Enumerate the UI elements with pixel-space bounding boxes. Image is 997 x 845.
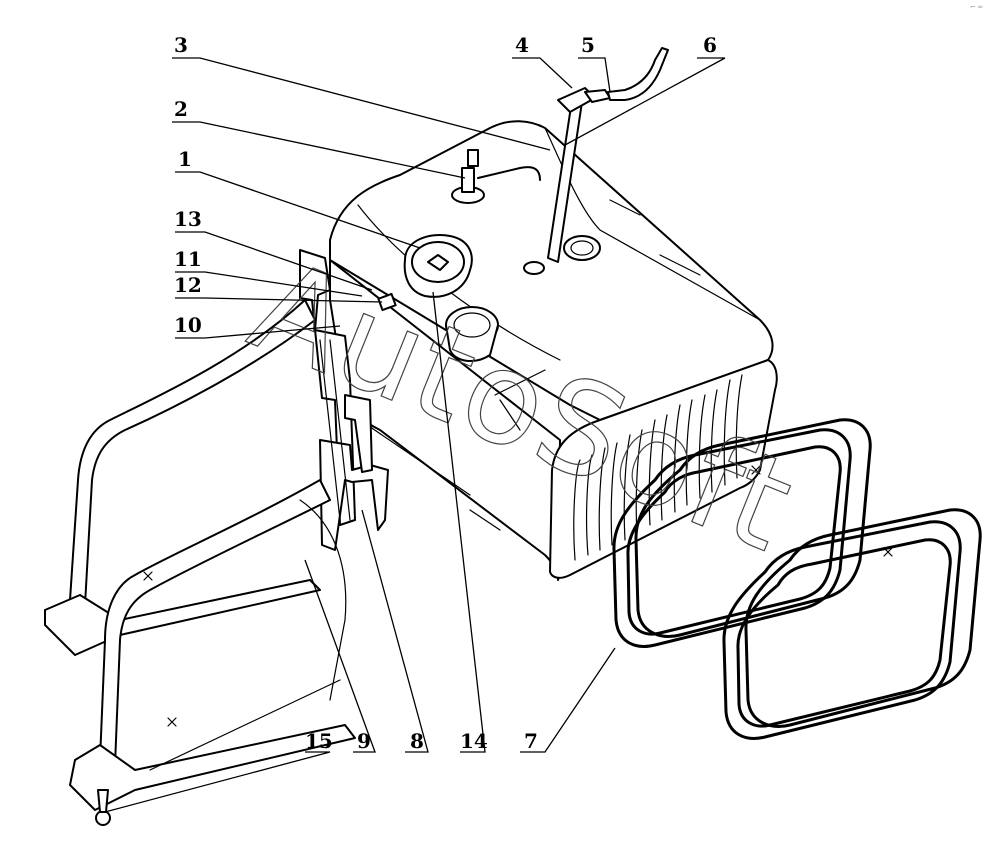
- callout-4: 4: [515, 33, 529, 57]
- mounting-bracket-front: [69, 439, 389, 811]
- callout-6: 6: [703, 33, 717, 57]
- callout-1: 1: [178, 147, 192, 171]
- breather-valve: [451, 149, 541, 204]
- rubber-gasket-1: [612, 418, 872, 648]
- callout-15: 15: [305, 729, 333, 753]
- callout-10: 10: [174, 313, 202, 337]
- callout-2: 2: [174, 97, 188, 121]
- tank-ribs: [573, 374, 743, 561]
- callout-8: 8: [410, 729, 424, 753]
- callout-5: 5: [581, 33, 595, 57]
- bracket-bolt: [377, 292, 397, 312]
- callout-7: 7: [524, 729, 538, 753]
- filler-cap: [403, 234, 473, 298]
- center-marks: [143, 465, 893, 727]
- callout-labels: 3 4 5 6 2 1 13 11 12 10 9 8 14 7 15: [174, 33, 717, 753]
- corner-mark: ⌐ ═: [970, 3, 983, 11]
- callout-13: 13: [174, 207, 202, 231]
- callout-leaders: [104, 57, 726, 813]
- callout-12: 12: [174, 273, 202, 297]
- filler-neck: [445, 306, 499, 362]
- callout-11: 11: [174, 247, 202, 271]
- strap-upper: [344, 394, 373, 473]
- callout-3: 3: [174, 33, 188, 57]
- strap-lower: [319, 339, 351, 521]
- callout-14: 14: [460, 729, 488, 753]
- rubber-gasket-2: [722, 508, 982, 740]
- callout-9: 9: [357, 729, 371, 753]
- sensor-flange: [563, 235, 601, 261]
